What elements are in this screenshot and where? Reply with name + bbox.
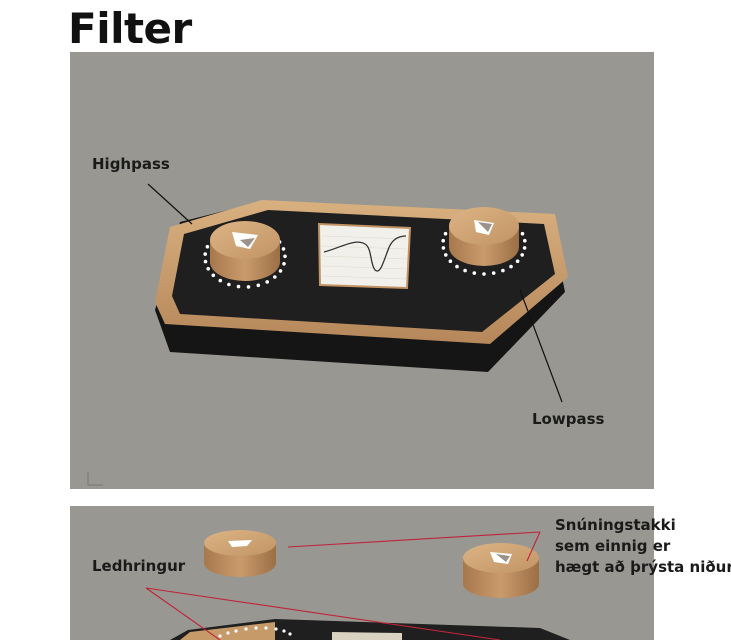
- knob-left: [210, 221, 280, 281]
- led-dot: [455, 264, 459, 269]
- ledhringur-label: Ledhringur: [92, 557, 186, 575]
- led-dot: [509, 264, 513, 269]
- led-ring-right: [441, 231, 527, 276]
- led-dot: [203, 259, 208, 264]
- highpass-pointer-line: [147, 183, 193, 225]
- floating-knob-left: [204, 530, 276, 577]
- exploded-display: [332, 632, 402, 640]
- led-dot: [206, 267, 210, 271]
- knob-description-line-1: Snúningstakki: [555, 516, 676, 534]
- led-dot: [515, 259, 520, 263]
- lowpass-pointer-line: [519, 289, 563, 403]
- led-dot: [278, 269, 283, 273]
- led-dot: [441, 238, 446, 243]
- filter-display: [317, 222, 412, 290]
- filter-curve: [323, 235, 407, 272]
- led-dot: [236, 284, 241, 289]
- led-dot: [443, 231, 448, 236]
- led-dot: [218, 278, 223, 283]
- knob-description-line-2: sem einnig er: [555, 537, 671, 555]
- led-dot: [463, 268, 467, 273]
- led-dot: [265, 280, 269, 284]
- lowpass-label: Lowpass: [532, 410, 605, 428]
- floating-knob-right: [463, 543, 539, 598]
- led-dot: [491, 271, 496, 275]
- knob-description-line-3: hægt að þrýsta niður: [555, 558, 731, 576]
- led-dot: [205, 244, 210, 249]
- led-dot: [522, 246, 527, 250]
- display-grid-lines: [321, 235, 408, 280]
- exploded-led-dots: [218, 626, 292, 638]
- highpass-label: Highpass: [92, 155, 170, 173]
- annotation-lines-red: [145, 531, 541, 640]
- led-dot: [283, 254, 287, 259]
- led-dot: [482, 272, 486, 276]
- led-dot: [203, 252, 207, 256]
- led-dot: [282, 262, 286, 266]
- page-title: Filter: [68, 4, 192, 53]
- led-dot: [472, 271, 477, 275]
- led-dot: [211, 273, 216, 278]
- device-render-exploded: Ledhringur: [70, 506, 654, 640]
- knob-description-label: Snúningstakki sem einnig er hægt að þrýs…: [555, 515, 731, 578]
- filter-device-illustration: [87, 183, 568, 486]
- knob-right: [449, 207, 519, 266]
- device-render-top: Highpass Lowpass: [70, 52, 654, 489]
- led-dot: [246, 285, 251, 289]
- led-dot: [281, 247, 286, 251]
- axis-marker-icon: [87, 472, 103, 486]
- led-dot: [273, 275, 277, 279]
- exploded-view-illustration: [145, 530, 570, 640]
- led-dot: [501, 268, 505, 273]
- led-dot: [227, 282, 231, 287]
- led-dot: [256, 283, 261, 288]
- led-dot: [441, 246, 446, 250]
- led-dot: [520, 231, 525, 236]
- led-dot: [520, 253, 524, 257]
- led-dot: [523, 238, 527, 243]
- led-dot: [448, 259, 453, 263]
- led-dot: [444, 253, 448, 257]
